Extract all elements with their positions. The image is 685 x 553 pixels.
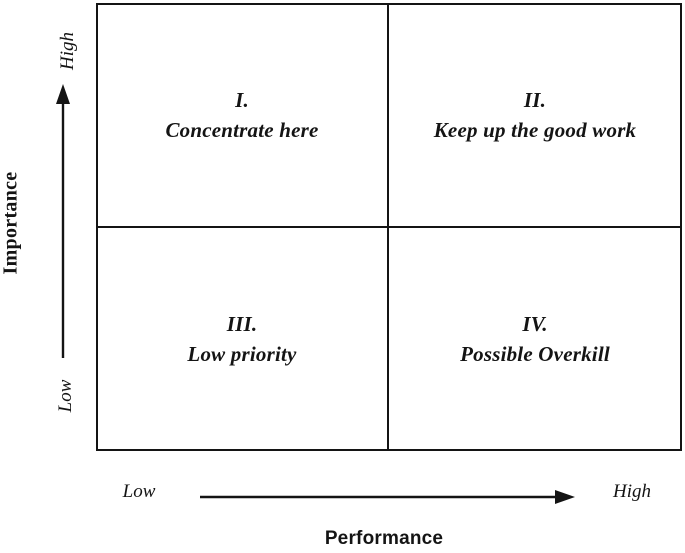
quadrant-3-numeral: III. bbox=[226, 312, 258, 336]
y-axis-low-label: Low bbox=[55, 379, 76, 413]
quadrant-1-label: Concentrate here bbox=[165, 118, 319, 142]
quadrant-4-numeral: IV. bbox=[522, 312, 548, 336]
x-axis-arrow-icon bbox=[200, 490, 575, 504]
x-axis-title: Performance bbox=[324, 528, 444, 549]
y-axis-title: Importance bbox=[0, 171, 22, 275]
quadrant-4-possible-overkill: IV. Possible Overkill bbox=[388, 227, 682, 451]
quadrant-1-concentrate-here: I. Concentrate here bbox=[96, 3, 388, 227]
quadrant-3-label: Low priority bbox=[187, 342, 297, 366]
y-axis-high-label: High bbox=[57, 32, 78, 70]
x-axis-high-label: High bbox=[613, 481, 651, 502]
horizontal-divider bbox=[96, 225, 682, 229]
quadrant-3-low-priority: III. Low priority bbox=[96, 227, 388, 451]
y-axis-arrow-icon bbox=[56, 84, 70, 358]
x-axis-low-label: Low bbox=[122, 481, 156, 502]
quadrant-2-label: Keep up the good work bbox=[433, 118, 637, 142]
quadrant-2-keep-up-good-work: II. Keep up the good work bbox=[388, 3, 682, 227]
quadrant-4-label: Possible Overkill bbox=[460, 342, 610, 366]
quadrant-1-numeral: I. bbox=[235, 88, 249, 112]
quadrant-2-numeral: II. bbox=[523, 88, 547, 112]
